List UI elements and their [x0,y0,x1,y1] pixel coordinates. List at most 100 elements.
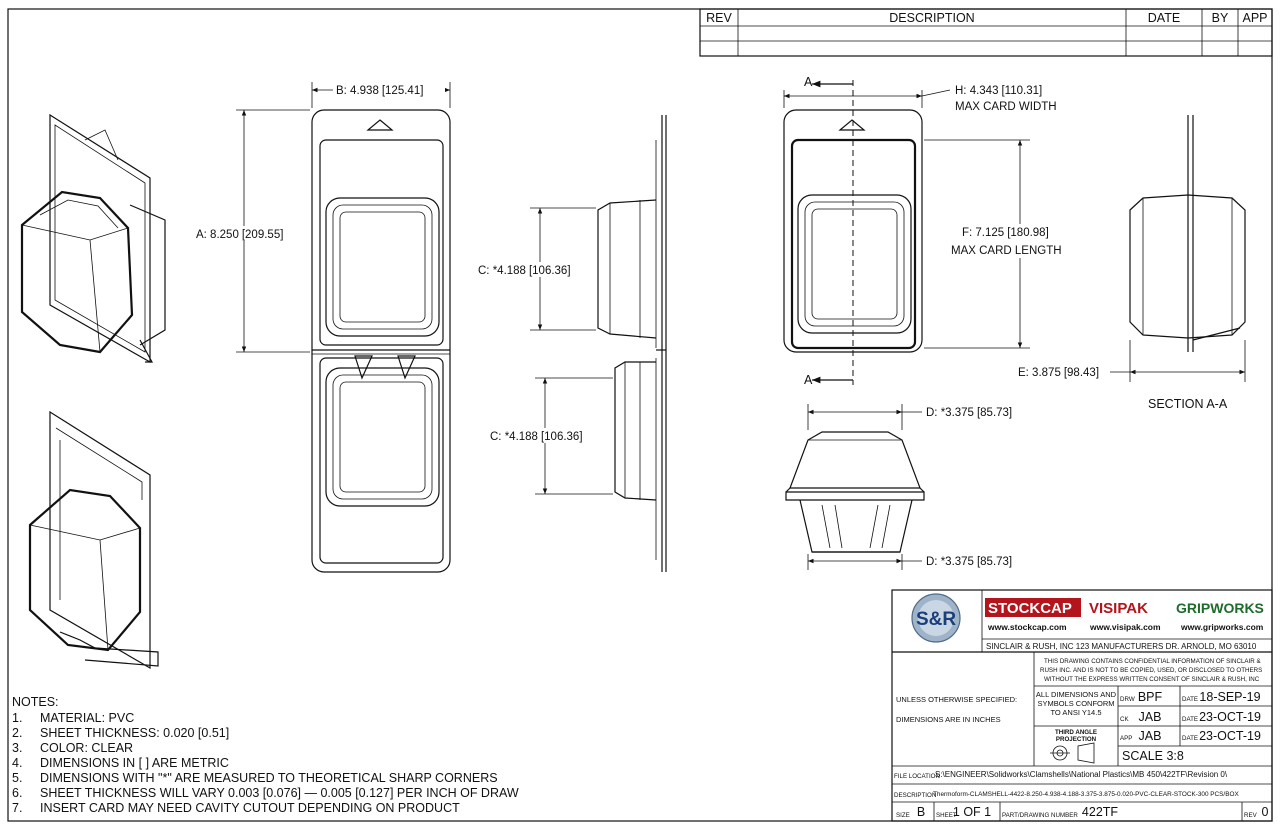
rev-label: REV [1244,812,1258,819]
note-num-2: 2. [12,726,22,740]
drawn-date: 18-SEP-19 [1199,690,1260,704]
note-num-5: 5. [12,771,22,785]
dim-c-upper-label: C: *4.188[106.36] [478,265,571,277]
brand-visipak: VISIPAK [1089,600,1148,617]
notes-block: NOTES: 1. MATERIAL: PVC 2. SHEET THICKNE… [12,695,519,815]
drawn-by: BPF [1138,690,1163,704]
note-text-3: COLOR: CLEAR [40,741,133,755]
side-view [597,115,667,572]
front-view [311,109,451,573]
dimension-d-top: D: *3.375[85.73] [807,404,1012,430]
note-num-1: 1. [12,711,22,725]
sheet-border [7,8,1273,822]
by-header: BY [1212,11,1229,25]
conform-line-3: TO ANSI Y14.5 [1050,708,1101,717]
approved-date: 23-OCT-19 [1199,729,1261,743]
checked-date: 23-OCT-19 [1199,710,1261,724]
note-num-6: 6. [12,786,22,800]
description-header: DESCRIPTION [889,11,974,25]
url-visipak: www.visipak.com [1089,622,1161,632]
projection-line-2: PROJECTION [1056,736,1097,743]
brand-gripworks: GRIPWORKS [1176,600,1264,616]
third-angle-projection-icon [1050,742,1095,764]
dim-a-label: A: 8.250[209.55] [196,229,283,241]
notes-heading: NOTES: [12,695,59,709]
dim-d-bottom-label: D: *3.375[85.73] [926,556,1012,568]
confidential-line-1: THIS DRAWING CONTAINS CONFIDENTIAL INFOR… [1044,658,1261,665]
url-stockcap: www.stockcap.com [987,622,1067,632]
revision-block: REV DESCRIPTION DATE BY APP [699,8,1273,57]
dims-in-inches: DIMENSIONS ARE IN INCHES [896,715,1001,724]
isometric-view-closed [20,113,166,364]
stockcap-brand-box [985,598,1081,617]
section-view: SECTION A-A [1129,115,1246,411]
company-logo: S&R [911,593,961,643]
note-num-4: 4. [12,756,22,770]
dim-e-label: E: 3.875[98.43] [1018,367,1099,379]
note-num-7: 7. [12,801,22,815]
sheet-size: B [917,805,925,819]
section-marker-top: A [804,75,813,89]
sheet-label: SHEET [936,812,957,819]
company-address: SINCLAIR & RUSH, INC 123 MANUFACTURERS D… [986,642,1257,651]
note-text-7: INSERT CARD MAY NEED CAVITY CUTOUT DEPEN… [40,801,460,815]
conform-line-1: ALL DIMENSIONS AND [1036,690,1117,699]
unless-specified: UNLESS OTHERWISE SPECIFIED: [896,695,1017,704]
brand-stockcap: STOCKCAP [988,600,1072,617]
dim-b-label: B: 4.938[125.41] [336,85,423,97]
note-text-4: DIMENSIONS IN [ ] ARE METRIC [40,756,229,770]
revision-number: 0 [1262,805,1269,819]
projection-line-1: THIRD ANGLE [1055,729,1097,736]
confidential-line-2: RUSH INC. AND IS NOT TO BE COPIED, USED,… [1040,667,1262,674]
sheet-number: 1 OF 1 [953,805,991,819]
conform-line-2: SYMBOLS CONFORM [1037,699,1114,708]
file-location-label: FILE LOCATION [894,773,940,780]
isometric-view-open [28,410,159,670]
dimension-e: E: 3.875[98.43] [1018,340,1246,382]
part-description: Thermoform-CLAMSHELL-4422-8.250-4.938-4.… [933,791,1239,798]
app-header: APP [1242,11,1267,25]
dim-d-top-label: D: *3.375[85.73] [926,407,1012,419]
app-date-label: DATE [1182,735,1198,742]
drw-date-label: DATE [1182,696,1198,703]
scale: SCALE 3:8 [1122,749,1184,763]
dim-f-note: MAX CARD LENGTH [951,245,1062,257]
app-label: APP [1120,735,1132,742]
size-label: SIZE [896,812,910,819]
dimension-c-upper: C: *4.188[106.36] [476,207,596,331]
section-marker-bottom: A [804,373,813,387]
note-text-1: MATERIAL: PVC [40,711,134,725]
dim-h-label: H: 4.343[110.31] [955,85,1042,97]
dimension-c-lower: C: *4.188[106.36] [488,377,613,495]
dim-c-lower-label: C: *4.188[106.36] [490,431,583,443]
note-num-3: 3. [12,741,22,755]
ck-date-label: DATE [1182,716,1198,723]
dim-h-note: MAX CARD WIDTH [955,101,1057,113]
note-text-2: SHEET THICKNESS: 0.020 [0.51] [40,726,229,740]
file-location: S:\ENGINEER\Solidworks\Clamshells\Nation… [935,770,1228,779]
title-block: S&R STOCKCAP VISIPAK GRIPWORKS www.stock… [891,589,1273,822]
card-view: A A [783,75,923,387]
note-text-5: DIMENSIONS WITH "*" ARE MEASURED TO THEO… [40,771,498,785]
dimension-h: H: 4.343[110.31] MAX CARD WIDTH [783,85,1057,113]
dimension-f: F: 7.125[180.98] MAX CARD LENGTH [924,139,1076,349]
note-text-6: SHEET THICKNESS WILL VARY 0.003 [0.076] … [40,786,519,800]
section-label: SECTION A-A [1148,397,1228,411]
dimension-d-bottom: D: *3.375[85.73] [807,554,1012,570]
url-gripworks: www.gripworks.com [1180,622,1264,632]
top-view [785,431,925,553]
rev-header: REV [706,11,732,25]
dimension-a: A: 8.250[209.55] [194,109,310,353]
confidential-line-3: WITHOUT THE EXPRESS WRITTEN CONSENT OF S… [1044,676,1260,683]
drw-label: DRW [1120,696,1135,703]
description-label: DESCRIPTION [894,792,936,799]
checked-by: JAB [1139,710,1162,724]
dim-f-label: F: 7.125[180.98] [962,227,1049,239]
dimension-b: B: 4.938[125.41] [311,82,451,108]
part-number-label: PART/DRAWING NUMBER [1002,812,1078,819]
approved-by: JAB [1139,729,1162,743]
company-logo-text: S&R [916,609,956,630]
ck-label: CK [1120,716,1129,723]
part-number: 422TF [1082,805,1118,819]
